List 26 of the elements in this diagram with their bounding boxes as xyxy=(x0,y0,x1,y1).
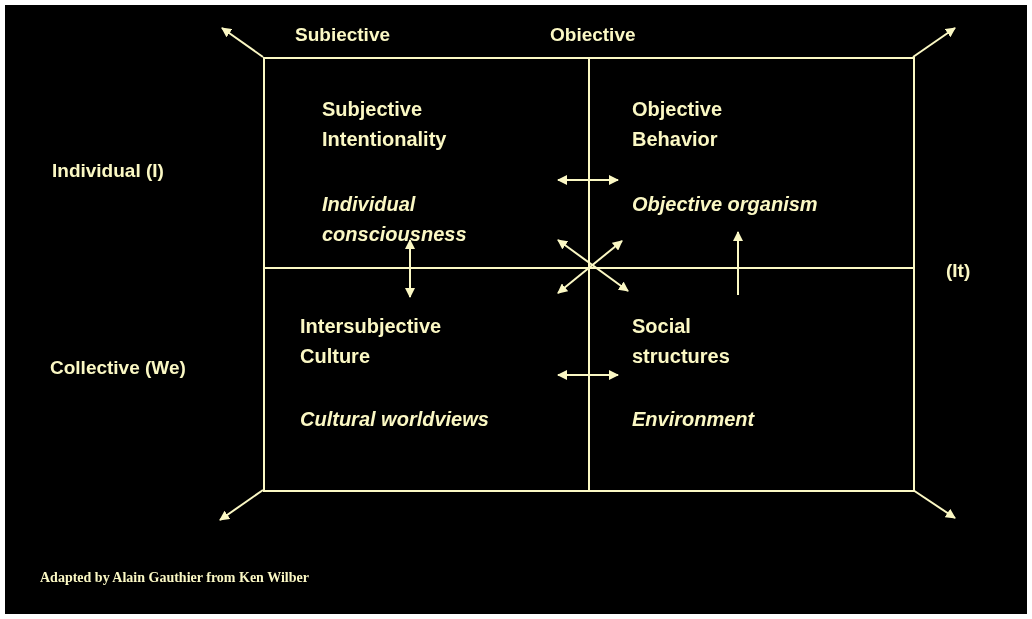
row-label: (It) xyxy=(946,260,971,282)
quadrant-subtitle: Environment xyxy=(632,407,756,432)
row-label: Collective (We) xyxy=(50,357,186,379)
quadrant-box xyxy=(588,57,915,269)
arrow xyxy=(221,27,264,58)
quadrant-heading: Subjective Intentionality xyxy=(322,97,448,152)
arrow xyxy=(733,231,743,296)
credit-caption: Adapted by Alain Gauthier from Ken Wilber xyxy=(40,570,309,586)
quadrant-subtitle: Individual consciousness xyxy=(322,192,468,247)
quadrant-box xyxy=(263,57,590,269)
quadrant-heading: Intersubjective Culture xyxy=(300,314,443,369)
quadrant-box xyxy=(588,267,915,492)
quadrant-subtitle: Cultural worldviews xyxy=(300,407,490,432)
arrow xyxy=(912,489,956,519)
arrow xyxy=(912,27,956,58)
quadrant-box xyxy=(263,267,590,492)
quadrant-heading: Objective Behavior xyxy=(632,97,724,152)
quadrant-heading: Social structures xyxy=(632,314,731,369)
double-arrow xyxy=(405,239,415,298)
quadrant-subtitle: Objective organism xyxy=(632,192,819,217)
axis-label: Subiective xyxy=(295,24,391,46)
double-arrow xyxy=(557,370,619,380)
arrow xyxy=(219,489,264,521)
double-arrow xyxy=(557,175,619,185)
axis-label: Obiective xyxy=(550,24,636,46)
row-label: Individual (I) xyxy=(52,160,164,182)
